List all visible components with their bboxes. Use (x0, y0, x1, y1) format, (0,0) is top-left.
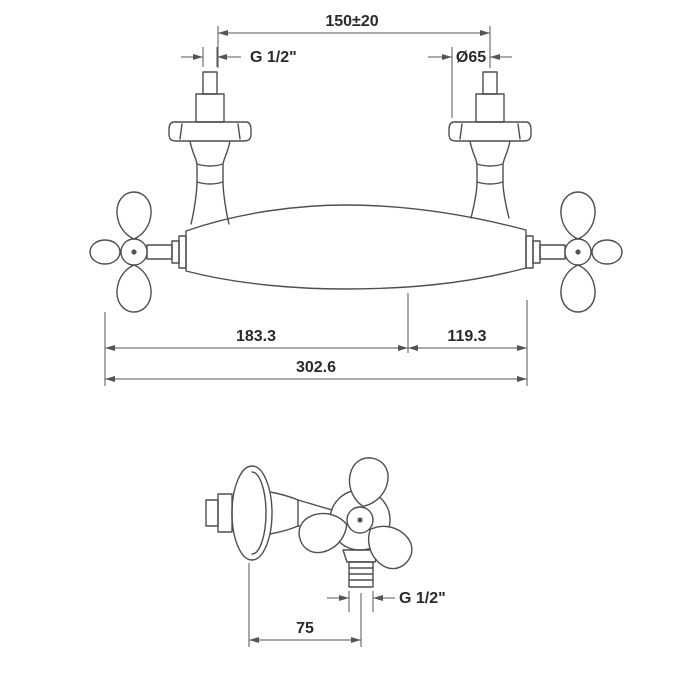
side-inlet-thread-tip (205, 499, 219, 527)
side-neck-top (269, 491, 299, 501)
dimension-lines (104, 26, 528, 647)
side-handle-hub-dot (357, 517, 363, 523)
label-length-right: 119.3 (447, 328, 486, 345)
label-outlet-thread: G 1/2" (399, 590, 446, 607)
left-handle-outer-petal (89, 239, 121, 265)
side-neck-bottom (269, 525, 299, 535)
left-neck-outline (189, 140, 198, 225)
side-handle-petal-left (298, 512, 348, 554)
label-inlet-thread: G 1/2" (250, 49, 297, 66)
mixer-body (185, 204, 527, 290)
dim-outlet-thread (327, 591, 395, 612)
left-inlet-thread-tip (202, 71, 218, 95)
label-inlet-span: 150±20 (325, 13, 378, 30)
dim-inlet-span (217, 26, 491, 68)
side-outlet (342, 549, 380, 588)
label-length-total: 302.6 (296, 359, 336, 376)
dim-escutcheon-diameter (428, 47, 512, 118)
dimension-labels: 150±20 G 1/2" Ø65 183.3 119.3 302.6 G 1/… (236, 13, 487, 637)
right-handle-outer-petal (591, 239, 623, 265)
dim-lengths (104, 293, 528, 386)
left-escutcheon (168, 121, 252, 142)
dim-wall-offset (248, 563, 362, 647)
label-length-left: 183.3 (236, 328, 276, 345)
left-valve-collar (146, 235, 187, 269)
label-wall-offset: 75 (296, 620, 314, 637)
dim-inlet-thread (181, 47, 241, 67)
side-escutcheon-inner-edge (251, 471, 267, 555)
right-valve-stem (539, 244, 566, 260)
right-cross-handle (560, 191, 623, 313)
left-inlet-connection (168, 71, 252, 225)
left-handle-hub-dot (131, 249, 137, 255)
right-inlet-thread-tip (482, 71, 498, 95)
right-inlet-nut (475, 93, 505, 123)
right-handle-top-petal (560, 191, 596, 240)
right-neck-outline (469, 140, 478, 219)
side-handle-petal-right (367, 525, 413, 570)
side-cross-handle (298, 457, 413, 570)
left-handle-bottom-petal (116, 264, 152, 313)
left-valve-stem (146, 244, 173, 260)
label-escutcheon-diameter: Ø65 (456, 49, 486, 66)
left-handle-top-petal (116, 191, 152, 240)
side-handle-petal-top (348, 457, 389, 508)
right-handle-bottom-petal (560, 264, 596, 313)
side-inlet-nut (217, 493, 233, 533)
left-cross-handle (89, 191, 152, 313)
side-view (205, 457, 413, 588)
front-view (89, 71, 623, 313)
left-inlet-nut (195, 93, 225, 123)
right-valve-collar (525, 235, 566, 269)
right-inlet-connection (448, 71, 532, 219)
right-escutcheon (448, 121, 532, 142)
right-handle-hub-dot (575, 249, 581, 255)
